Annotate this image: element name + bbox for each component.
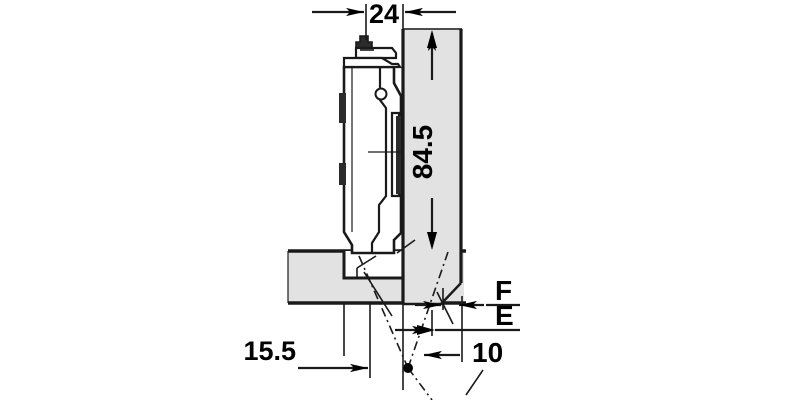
dimension-label-84-5: 84.5 xyxy=(407,125,438,180)
door-panel xyxy=(401,28,463,306)
dimension-door-height: 84.5 xyxy=(407,30,438,250)
hinge-arm xyxy=(339,65,403,255)
dimension-label-10: 10 xyxy=(472,337,503,368)
dimension-label-e: E xyxy=(495,300,514,331)
dimension-gap-f: F xyxy=(415,275,520,310)
dimension-gap-e: E xyxy=(395,300,520,335)
construction-centerlines xyxy=(356,239,454,400)
dimension-top-width: 24 xyxy=(312,0,456,29)
dimension-label-f: F xyxy=(495,275,512,306)
pivot-point xyxy=(403,363,413,373)
hinge-cup xyxy=(342,251,405,280)
dimension-label-15-5: 15.5 xyxy=(243,336,296,366)
extension-lines xyxy=(343,4,463,390)
dimension-overlay-ten: 10 xyxy=(424,337,503,396)
dimension-cup-distance: 15.5 xyxy=(243,336,368,373)
dimension-label-24: 24 xyxy=(369,0,399,29)
adjustment-screw xyxy=(342,35,403,69)
